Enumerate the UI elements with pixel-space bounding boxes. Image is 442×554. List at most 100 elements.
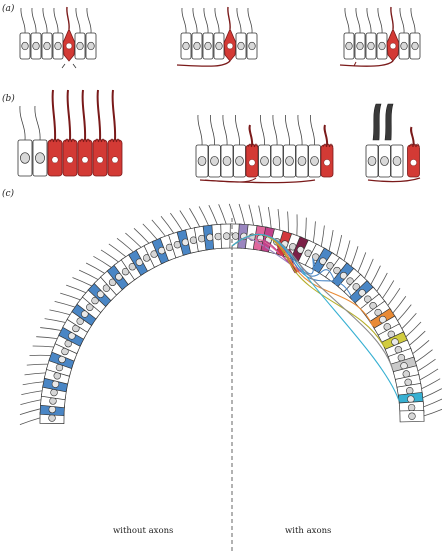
neuron-cell-blue bbox=[116, 238, 151, 276]
epithelial-cell bbox=[390, 144, 404, 178]
neuron-dendrite bbox=[248, 124, 254, 146]
panel-a bbox=[19, 6, 421, 69]
cilium bbox=[401, 312, 417, 330]
neuron-cell-red bbox=[77, 89, 93, 177]
cilium bbox=[26, 363, 48, 366]
cilium bbox=[116, 238, 134, 253]
microvilli bbox=[100, 138, 106, 143]
epithelial-cell bbox=[220, 114, 234, 178]
cilium bbox=[364, 258, 374, 279]
cell-nucleus bbox=[248, 41, 256, 51]
neuron-nucleus bbox=[248, 159, 256, 167]
axon bbox=[367, 177, 421, 183]
epithelial-cell bbox=[52, 7, 64, 60]
cilium bbox=[272, 114, 278, 146]
cilium bbox=[160, 216, 175, 234]
cell-nucleus bbox=[197, 156, 207, 166]
epithelial-cell bbox=[365, 144, 379, 178]
cilium bbox=[297, 114, 303, 146]
cilium bbox=[422, 388, 442, 399]
epithelial-cell bbox=[308, 114, 321, 178]
cell-nucleus bbox=[96, 290, 105, 298]
cell-nucleus bbox=[20, 152, 30, 164]
neuron-dendrite bbox=[66, 6, 70, 30]
epithelial-cell bbox=[74, 7, 86, 60]
cilium bbox=[31, 7, 37, 34]
panel-a-label: (a) bbox=[2, 3, 15, 14]
cell-nucleus bbox=[214, 232, 222, 241]
microvilli bbox=[253, 143, 259, 148]
dead-cilium bbox=[372, 103, 382, 141]
cell-nucleus bbox=[48, 405, 56, 414]
cell-nucleus bbox=[48, 414, 56, 422]
neuron-nucleus bbox=[96, 156, 104, 164]
cilium bbox=[22, 381, 44, 386]
cell-nucleus bbox=[407, 403, 416, 412]
neuron-nucleus bbox=[65, 42, 73, 50]
cell-nucleus bbox=[310, 156, 319, 166]
cilium bbox=[343, 240, 351, 261]
cilium bbox=[412, 339, 430, 354]
cilium bbox=[350, 246, 359, 267]
epithelial-cell bbox=[208, 114, 221, 178]
cell-nucleus bbox=[339, 271, 348, 280]
cilium bbox=[19, 417, 41, 426]
epithelial-cell bbox=[202, 7, 214, 60]
neuron-cell-red bbox=[92, 89, 108, 177]
axon bbox=[339, 60, 394, 67]
cilium bbox=[198, 206, 209, 226]
cilium bbox=[405, 321, 422, 338]
axon-branch bbox=[353, 61, 357, 67]
cell-nucleus bbox=[285, 156, 294, 166]
neuron-nucleus bbox=[81, 156, 89, 164]
microvilli bbox=[115, 138, 121, 143]
cilium bbox=[19, 105, 26, 141]
cilium bbox=[419, 368, 439, 381]
epithelial-cell bbox=[180, 7, 192, 60]
cilium bbox=[210, 114, 215, 146]
cell-nucleus bbox=[102, 284, 111, 292]
growth-arrow bbox=[61, 63, 66, 69]
cilium bbox=[268, 207, 272, 229]
cilium bbox=[93, 255, 112, 268]
cell-nucleus bbox=[193, 41, 201, 51]
right-caption: with axons bbox=[285, 526, 331, 536]
cilium bbox=[312, 221, 316, 243]
cell-nucleus bbox=[87, 41, 95, 51]
cell-nucleus bbox=[21, 41, 29, 51]
cilium bbox=[197, 114, 203, 146]
microvilli bbox=[328, 143, 334, 148]
cilium bbox=[260, 114, 265, 146]
neuron-nucleus bbox=[323, 159, 331, 167]
cilium bbox=[357, 252, 367, 273]
cell-nucleus bbox=[356, 41, 364, 51]
cilium bbox=[377, 7, 383, 34]
epithelial-cell bbox=[233, 114, 246, 178]
neuron-cell-red bbox=[107, 89, 123, 177]
cilium bbox=[214, 7, 220, 34]
cell-nucleus bbox=[32, 41, 40, 51]
neuron-nucleus bbox=[389, 42, 397, 50]
cell-nucleus bbox=[222, 232, 231, 240]
cell-nucleus bbox=[297, 156, 307, 166]
cell-nucleus bbox=[272, 156, 282, 166]
epithelial-cell bbox=[32, 105, 48, 177]
cilium bbox=[133, 227, 150, 244]
cell-nucleus bbox=[352, 283, 360, 291]
panel-b-label: (b) bbox=[2, 93, 15, 104]
cilium bbox=[248, 204, 254, 226]
cilium bbox=[78, 269, 99, 280]
cilium bbox=[392, 296, 407, 314]
epithelial-cell bbox=[85, 7, 97, 60]
epithelial-cell bbox=[399, 408, 442, 423]
cilium bbox=[32, 345, 54, 348]
cilium bbox=[247, 7, 253, 34]
epithelial-cell bbox=[398, 7, 410, 60]
epithelial-cell bbox=[258, 114, 271, 178]
microvilli bbox=[70, 138, 76, 143]
epithelial-cell bbox=[376, 7, 388, 60]
neuron-cell-blue bbox=[29, 349, 76, 370]
neuron-dendrite bbox=[96, 89, 102, 141]
cell-nucleus bbox=[358, 289, 366, 297]
